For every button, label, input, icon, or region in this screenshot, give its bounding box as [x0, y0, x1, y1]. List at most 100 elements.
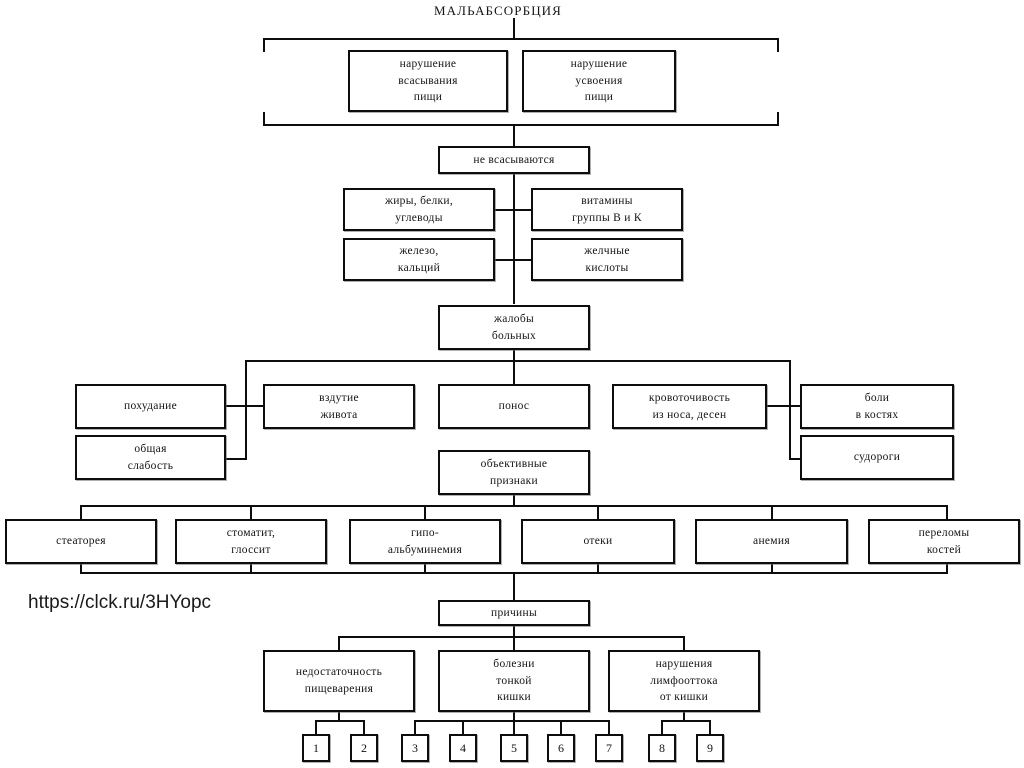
node-line: в костях — [855, 408, 899, 421]
connector-complaints-left-drop — [245, 360, 247, 460]
item-label: 5 — [511, 740, 517, 755]
connector-cause2-stem — [513, 712, 515, 722]
node-objective-anemia: анемия — [695, 519, 848, 564]
item-label: 3 — [412, 740, 418, 755]
node-line: боли — [864, 391, 890, 404]
node-line: жиры, белки, — [384, 194, 454, 207]
node-line: стоматит, — [226, 526, 276, 539]
node-complaint-general-weakness: общая слабость — [75, 435, 226, 480]
node-objective-edema: отеки — [521, 519, 675, 564]
node-line: от кишки — [659, 691, 709, 704]
node-item-6: 6 — [547, 734, 575, 762]
node-line: всасывания — [398, 74, 458, 87]
node-complaint-weight-loss: похудание — [75, 384, 226, 429]
node-line: анемия — [753, 535, 790, 548]
node-line: железо, — [399, 244, 439, 257]
item-label: 7 — [606, 740, 612, 755]
item-label: 6 — [558, 740, 564, 755]
connector-item3-drop — [414, 720, 416, 734]
node-not-absorbed: не всасываются — [438, 146, 590, 174]
node-malabsorption-cause-right: нарушение усвоения пищи — [522, 50, 676, 112]
connector-item2-drop — [363, 720, 365, 734]
connector-substance-row1 — [493, 209, 535, 211]
connector-substance-spine — [513, 174, 515, 304]
node-item-1: 1 — [302, 734, 330, 762]
node-line: пищи — [584, 91, 614, 104]
connector-objective-riser-3 — [424, 564, 426, 574]
node-item-2: 2 — [350, 734, 378, 762]
item-label: 8 — [659, 740, 665, 755]
connector-top-right-drop — [777, 38, 779, 52]
connector-cause-drop-3 — [683, 636, 685, 650]
connector-objective-riser-1 — [80, 564, 82, 574]
connector-objective-riser-4 — [597, 564, 599, 574]
connector-complaints-stem — [513, 350, 515, 362]
node-line: витамины — [581, 194, 633, 207]
connector-objective-bus — [80, 505, 948, 507]
node-item-8: 8 — [648, 734, 676, 762]
node-line: кальций — [397, 261, 441, 274]
connector-substance-row2 — [493, 259, 535, 261]
node-objective-bone-fractures: переломы костей — [868, 519, 1020, 564]
node-line: нарушение — [399, 57, 457, 70]
item-label: 1 — [313, 740, 319, 755]
connector-causes-stem — [513, 572, 515, 600]
node-line: вздутие — [319, 391, 359, 404]
node-substance-iron-calcium: железо, кальций — [343, 238, 495, 281]
node-complaint-bleeding: кровоточивость из носа, десен — [612, 384, 767, 429]
node-line: кровоточивость — [648, 391, 731, 404]
node-cause-digestive-insufficiency: недостаточность пищеварения — [263, 650, 415, 712]
node-line: стеаторея — [56, 535, 106, 548]
diagram-title: МАЛЬАБСОРБЦИЯ — [434, 3, 562, 18]
node-objective-stomatitis-glossitis: стоматит, глоссит — [175, 519, 327, 564]
connector-complaints-right-drop — [789, 360, 791, 460]
node-line: больных — [491, 329, 537, 342]
connector-item7-drop — [608, 720, 610, 734]
connector-bleeding-link — [766, 405, 811, 407]
connector-objective-drop-1 — [80, 505, 82, 519]
node-line: признаки — [489, 474, 538, 487]
node-line: слабость — [127, 459, 174, 472]
node-line: тонкой — [496, 674, 532, 687]
node-malabsorption-cause-left: нарушение всасывания пищи — [348, 50, 508, 112]
connector-cause-drop-1 — [338, 636, 340, 650]
node-patient-complaints-header: жалобы больных — [438, 305, 590, 350]
node-cause-lymph-outflow-disorder: нарушения лимфооттока от кишки — [608, 650, 760, 712]
node-line: альбуминемия — [387, 543, 463, 556]
connector-item4-drop — [462, 720, 464, 734]
connector-top-left-drop — [263, 38, 265, 52]
node-item-4: 4 — [449, 734, 477, 762]
node-cause-small-intestine-disease: болезни тонкой кишки — [438, 650, 590, 712]
connector-objective-drop-2 — [250, 505, 252, 519]
connector-causes-header-stem — [513, 626, 515, 638]
node-line: понос — [498, 400, 530, 413]
node-line: группы В и К — [572, 211, 642, 224]
node-line: недостаточность — [295, 666, 383, 679]
connector-complaints-bus — [245, 360, 791, 362]
connector-top-right-riser — [777, 112, 779, 126]
node-complaint-bloating: вздутие живота — [263, 384, 415, 429]
connector-item8-drop — [661, 720, 663, 734]
node-line: объективные — [480, 457, 548, 470]
connector-objective-riser-2 — [250, 564, 252, 574]
node-line: кислоты — [585, 261, 629, 274]
connector-objective-stem — [513, 495, 515, 507]
connector-item6-drop — [560, 720, 562, 734]
node-line: желчные — [584, 244, 630, 257]
connector-cause1-stem — [338, 712, 340, 722]
connector-merge-stem — [513, 124, 515, 146]
connector-weakness-link — [224, 458, 247, 460]
node-complaint-bone-pain: боли в костях — [800, 384, 954, 429]
node-causes-header: причины — [438, 600, 590, 626]
connector-merge-bus — [263, 124, 779, 126]
node-substance-bile-acids: желчные кислоты — [531, 238, 683, 281]
node-line: живота — [320, 408, 358, 421]
node-line: причины — [491, 606, 537, 619]
node-line: пищеварения — [304, 683, 374, 695]
node-line: жалобы — [493, 312, 535, 325]
node-substance-vitamins: витамины группы В и К — [531, 188, 683, 231]
connector-causes-row-bus — [338, 636, 685, 638]
node-line: нарушение — [570, 57, 628, 70]
node-line: гипо- — [410, 526, 440, 539]
